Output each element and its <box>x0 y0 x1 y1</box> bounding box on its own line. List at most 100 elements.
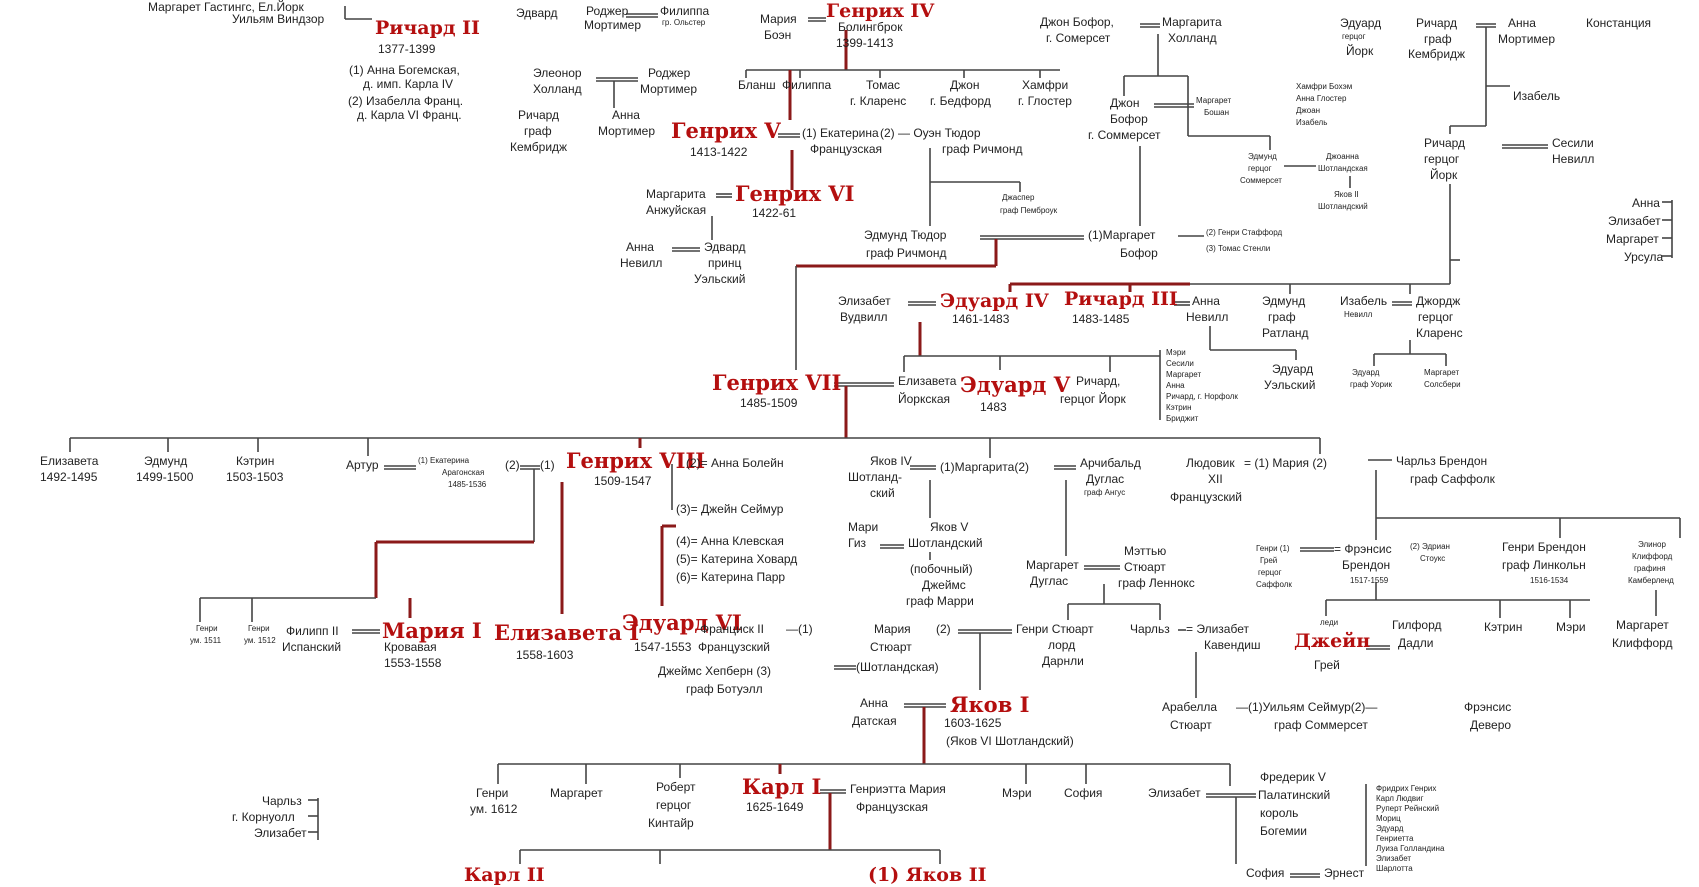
person-anne_neville2: Невилл <box>620 256 663 270</box>
person-roger_m4: Мортимер <box>640 82 698 96</box>
person-richard_cam_b2: граф <box>524 124 552 138</box>
person-catherine_e4: Кэтрин <box>1166 403 1192 412</box>
person-marg_anjou: Маргарита <box>646 187 706 201</box>
person-maria_bohun: Мария <box>760 12 797 26</box>
person-james4c: ский <box>870 486 895 500</box>
person-palatine_ch2: Карл Людвиг <box>1376 794 1424 803</box>
person-james4: Яков IV <box>870 454 912 468</box>
person-sophia_j: София <box>1064 786 1103 800</box>
person-charles_len: Чарльз <box>1130 622 1170 636</box>
person-elizabeth_h7y: 1492-1495 <box>40 470 98 484</box>
person-marg_beauchamp2: Бошан <box>1204 108 1229 117</box>
person-frederick5d: Богемии <box>1260 824 1307 838</box>
person-isabel_top: Изабель <box>1513 89 1561 103</box>
person-humphrey2: г. Глостер <box>1018 94 1072 108</box>
person-henry7: Генрих VII <box>712 370 842 395</box>
person-jane_grey: Джейн <box>1294 630 1371 652</box>
person-henry_br: Генри Брендон <box>1502 540 1586 554</box>
person-george_cl2: герцог <box>1418 310 1454 324</box>
person-john_beaufort_b2: Бофор <box>1110 112 1148 126</box>
person-katherine_grey: Кэтрин <box>1484 620 1523 634</box>
person-edmund_som2: герцог <box>1248 164 1272 173</box>
person-palatine_ch4: Мориц <box>1376 814 1401 823</box>
person-edward4: Эдуард IV <box>940 290 1049 312</box>
person-edward_war: Эдуард <box>1352 368 1380 377</box>
person-cath_aragon_2: (2) <box>505 458 520 472</box>
person-mary1: Мария I <box>382 618 482 643</box>
person-jane_grey2: Грей <box>1314 658 1340 672</box>
person-darnley2: лорд <box>1048 638 1076 652</box>
person-blanche: Бланш <box>738 78 776 92</box>
person-john_beaufort: Джон Бофор, <box>1040 15 1114 29</box>
person-edward6_years: 1547-1553 <box>634 640 692 654</box>
person-anne_neville: Анна <box>626 240 654 254</box>
person-richard2_years: 1377-1399 <box>378 42 436 56</box>
person-richard_cam_b: Ричард <box>518 108 560 122</box>
person-eleanor_br4: Камберленд <box>1628 576 1674 585</box>
person-frederick5: Фредерик V <box>1260 770 1326 784</box>
person-james1: Яков I <box>950 692 1030 717</box>
person-philip2: Филипп II <box>286 624 339 638</box>
person-margaret_cl2: Клиффорд <box>1612 636 1673 650</box>
person-philippa: Филиппа <box>660 4 710 18</box>
person-isabel_nev2: Невилл <box>1344 310 1373 319</box>
person-palatine_ch3: Руперт Рейнский <box>1376 804 1440 813</box>
person-henry_s1b: ум. 1511 <box>190 636 222 645</box>
person-eliz_york2: Йоркская <box>898 392 951 406</box>
person-anne_gloucester: Анна Глостер <box>1296 94 1347 103</box>
person-sophia_h: София <box>1246 866 1285 880</box>
person-palatine_ch: Фридрих Генрих <box>1376 784 1437 793</box>
person-frederick5c: король <box>1260 806 1299 820</box>
person-edward5_years: 1483 <box>980 400 1007 414</box>
person-richard_e4: Ричард, г. Норфолк <box>1166 392 1238 401</box>
person-edmund_som3: Соммерсет <box>1240 176 1282 185</box>
person-anna_boh2: д. имп. Карла IV <box>363 77 454 91</box>
person-ernest_a: Эрнест <box>1324 866 1365 880</box>
person-owen_tudor: (2) — Оуэн Тюдор <box>880 126 981 140</box>
person-isabella_fr: (2) Изабелла Франц. <box>348 94 464 108</box>
person-henry_pw: Генри <box>476 786 509 800</box>
person-philippa2: гр. Ольстер <box>662 18 706 27</box>
person-anne_y: Анна <box>1632 196 1660 210</box>
person-eleanor_br3: графиня <box>1634 564 1666 573</box>
person-jasper_j: Джоан <box>1296 106 1321 115</box>
person-cecily2: Невилл <box>1552 152 1595 166</box>
person-anne_neville_b: Анна <box>1192 294 1220 308</box>
person-palatine_ch8: Элизабет <box>1376 854 1412 863</box>
person-richard_cam3: Кембридж <box>1408 47 1466 61</box>
person-louis12c: Французский <box>1170 490 1242 504</box>
person-roger_m: Роджер <box>586 4 629 18</box>
person-thomas_cl: Томас <box>866 78 900 92</box>
person-george_cl3: Кларенс <box>1416 326 1463 340</box>
person-henrietta: Генриэтта Мария <box>850 782 946 796</box>
person-roger_m3: Роджер <box>648 66 691 80</box>
person-henry_grey4: Саффолк <box>1256 580 1292 589</box>
person-henry_br2: граф Линкольн <box>1502 558 1586 572</box>
person-marg_pole2: Солсбери <box>1424 380 1461 389</box>
person-eliz_cav2: Кавендиш <box>1204 638 1261 652</box>
person-eleanor_br: Элинор <box>1638 540 1666 549</box>
person-robert_j3: Кинтайр <box>648 816 694 830</box>
person-joan_gloucester: Хамфри Бохэм <box>1296 82 1353 91</box>
person-mary_stuart2: Стюарт <box>870 640 912 654</box>
person-william_windsor: Уильям Виндзор <box>232 12 325 26</box>
person-anne_neville_b2: Невилл <box>1186 310 1229 324</box>
person-henry_br3: 1516-1534 <box>1530 576 1569 585</box>
person-richard_shr: Ричард, <box>1076 374 1121 388</box>
person-marg_beauchamp: Маргарет <box>1196 96 1232 105</box>
person-frances_dev: Фрэнсис <box>1464 700 1512 714</box>
person-francis2c: —(1) <box>786 622 813 636</box>
person-marg_holland: Маргарита <box>1162 15 1222 29</box>
person-palatine_ch7: Луиза Голландина <box>1376 844 1445 853</box>
person-palatine_ch9: Шарлотта <box>1376 864 1413 873</box>
person-richard_shr2: герцог Йорк <box>1060 392 1126 406</box>
person-margaret_cl: Маргарет <box>1616 618 1669 632</box>
person-ursula_y: Урсула <box>1624 250 1664 264</box>
person-darnley3: Дарнли <box>1042 654 1084 668</box>
person-henry5: Генрих V <box>671 118 781 143</box>
person-henry4: Генрих IV <box>826 0 935 22</box>
person-edmund_tudor2: граф Ричмонд <box>866 246 947 260</box>
person-henry8: Генрих VIII <box>566 448 706 473</box>
person-mary_stuart4: (Шотландская) <box>856 660 939 674</box>
